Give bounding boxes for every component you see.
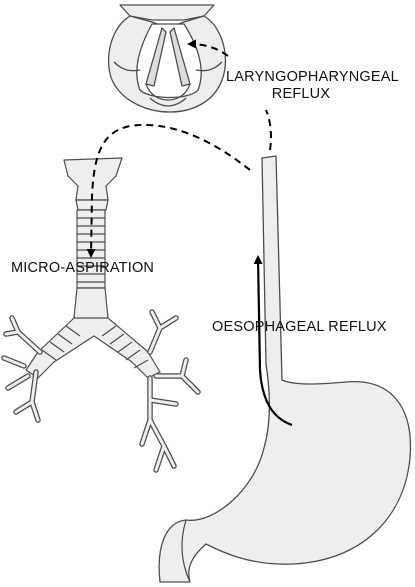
oesophageal-reflux-arrow xyxy=(253,255,293,427)
laryngopharyngeal-label-line1: LARYNGOPHARYNGEAL xyxy=(226,69,399,85)
larynx-illustration xyxy=(108,4,226,113)
laryngopharyngeal-reflux-label: LARYNGOPHARYNGEAL REFLUX xyxy=(226,69,399,103)
stomach-illustration xyxy=(158,155,412,583)
oesophageal-reflux-label: OESOPHAGEAL REFLUX xyxy=(212,319,387,335)
laryngopharyngeal-label-line2: REFLUX xyxy=(271,86,331,102)
micro-aspiration-label: MICRO-ASPIRATION xyxy=(11,260,155,276)
micro-aspiration-arrow xyxy=(86,124,251,258)
laryngopharyngeal-reflux-arrow xyxy=(190,44,272,151)
airway-illustration xyxy=(1,157,201,473)
